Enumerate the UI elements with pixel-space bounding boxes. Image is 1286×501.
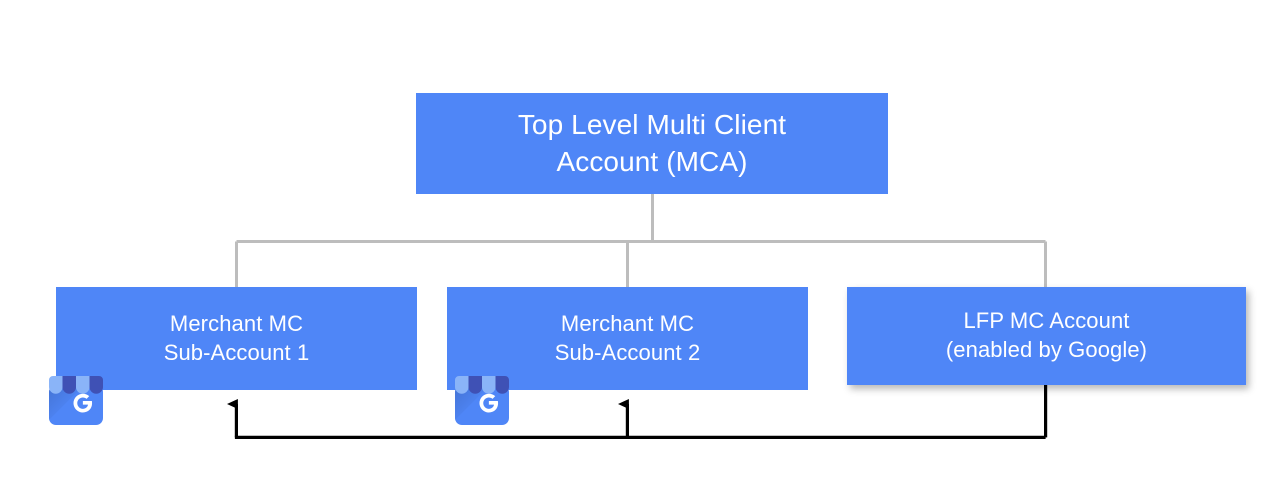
storefront-awning <box>49 376 103 394</box>
node-merchant-sub-account-1[interactable]: Merchant MC Sub-Account 1 <box>56 287 417 390</box>
node-merchant-sub-account-2-label: Merchant MC Sub-Account 2 <box>554 310 701 365</box>
node-top-level-mca[interactable]: Top Level Multi Client Account (MCA) <box>416 93 888 194</box>
google-g-letter <box>73 393 93 413</box>
data-flow-connectors <box>226 385 1048 439</box>
storefront-shadow <box>455 385 490 420</box>
google-business-profile-icon <box>49 376 103 425</box>
node-lfp-mc-account-label: LFP MC Account (enabled by Google) <box>945 308 1148 362</box>
google-g-letter <box>479 393 499 413</box>
node-top-level-mca-label: Top Level Multi Client Account (MCA) <box>517 109 787 177</box>
node-merchant-sub-account-2[interactable]: Merchant MC Sub-Account 2 <box>447 287 808 390</box>
node-lfp-mc-account[interactable]: LFP MC Account (enabled by Google) <box>847 287 1246 385</box>
storefront-shadow <box>49 385 84 420</box>
storefront-awning <box>455 376 509 394</box>
node-merchant-sub-account-1-label: Merchant MC Sub-Account 1 <box>163 310 310 365</box>
google-business-profile-icon <box>455 376 509 425</box>
hierarchy-connectors <box>235 194 1047 288</box>
